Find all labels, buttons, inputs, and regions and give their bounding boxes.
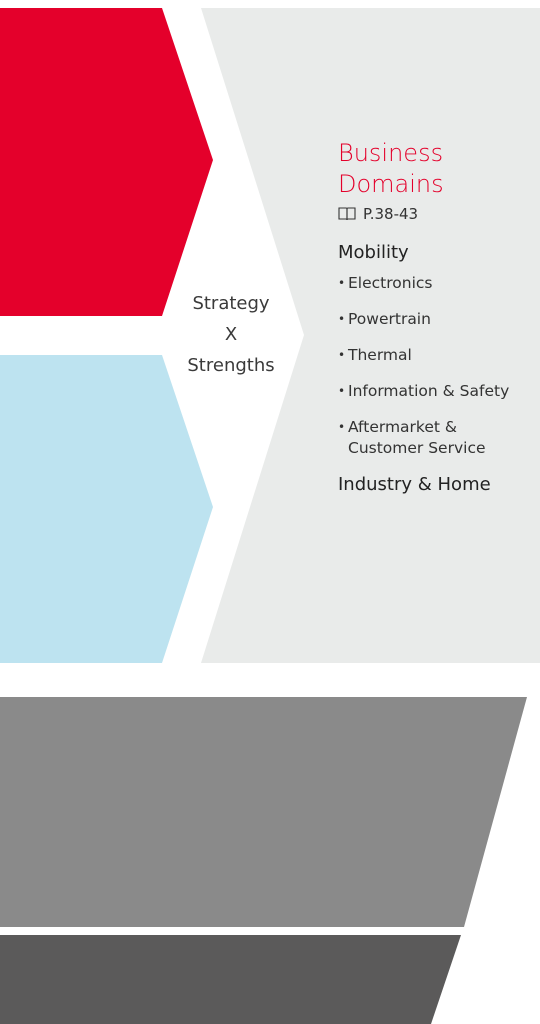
section-industry-home: Industry & Home: [338, 474, 491, 495]
title-line2: Domains: [338, 170, 444, 198]
list-item: Powertrain: [338, 309, 540, 330]
list-item: Aftermarket & Customer Service: [338, 417, 513, 459]
red-shape: [0, 8, 213, 316]
panel-title: Business Domains: [338, 138, 540, 200]
strategy-strengths-label: Strategy X Strengths: [166, 288, 296, 381]
list-item: Information & Safety: [338, 381, 540, 402]
business-domains-panel-bg: [201, 8, 540, 663]
page-reference: P.38-43: [338, 204, 540, 224]
book-icon: [338, 207, 356, 221]
mobility-items: Electronics Powertrain Thermal Informati…: [338, 273, 540, 459]
title-line1: Business: [338, 139, 444, 167]
list-item: Electronics: [338, 273, 540, 294]
list-item: Thermal: [338, 345, 540, 366]
dark-gray-shape: [0, 935, 461, 1024]
strengths-label: Strengths: [187, 355, 275, 376]
page-ref-text: P.38-43: [363, 205, 419, 223]
cross-label: X: [224, 324, 238, 345]
section-mobility: Mobility: [338, 242, 409, 263]
mid-gray-shape: [0, 697, 527, 927]
strategy-label: Strategy: [192, 293, 270, 314]
light-blue-shape: [0, 355, 213, 663]
business-domains-panel: Business Domains P.38-43 Mobility Electr…: [338, 138, 540, 495]
